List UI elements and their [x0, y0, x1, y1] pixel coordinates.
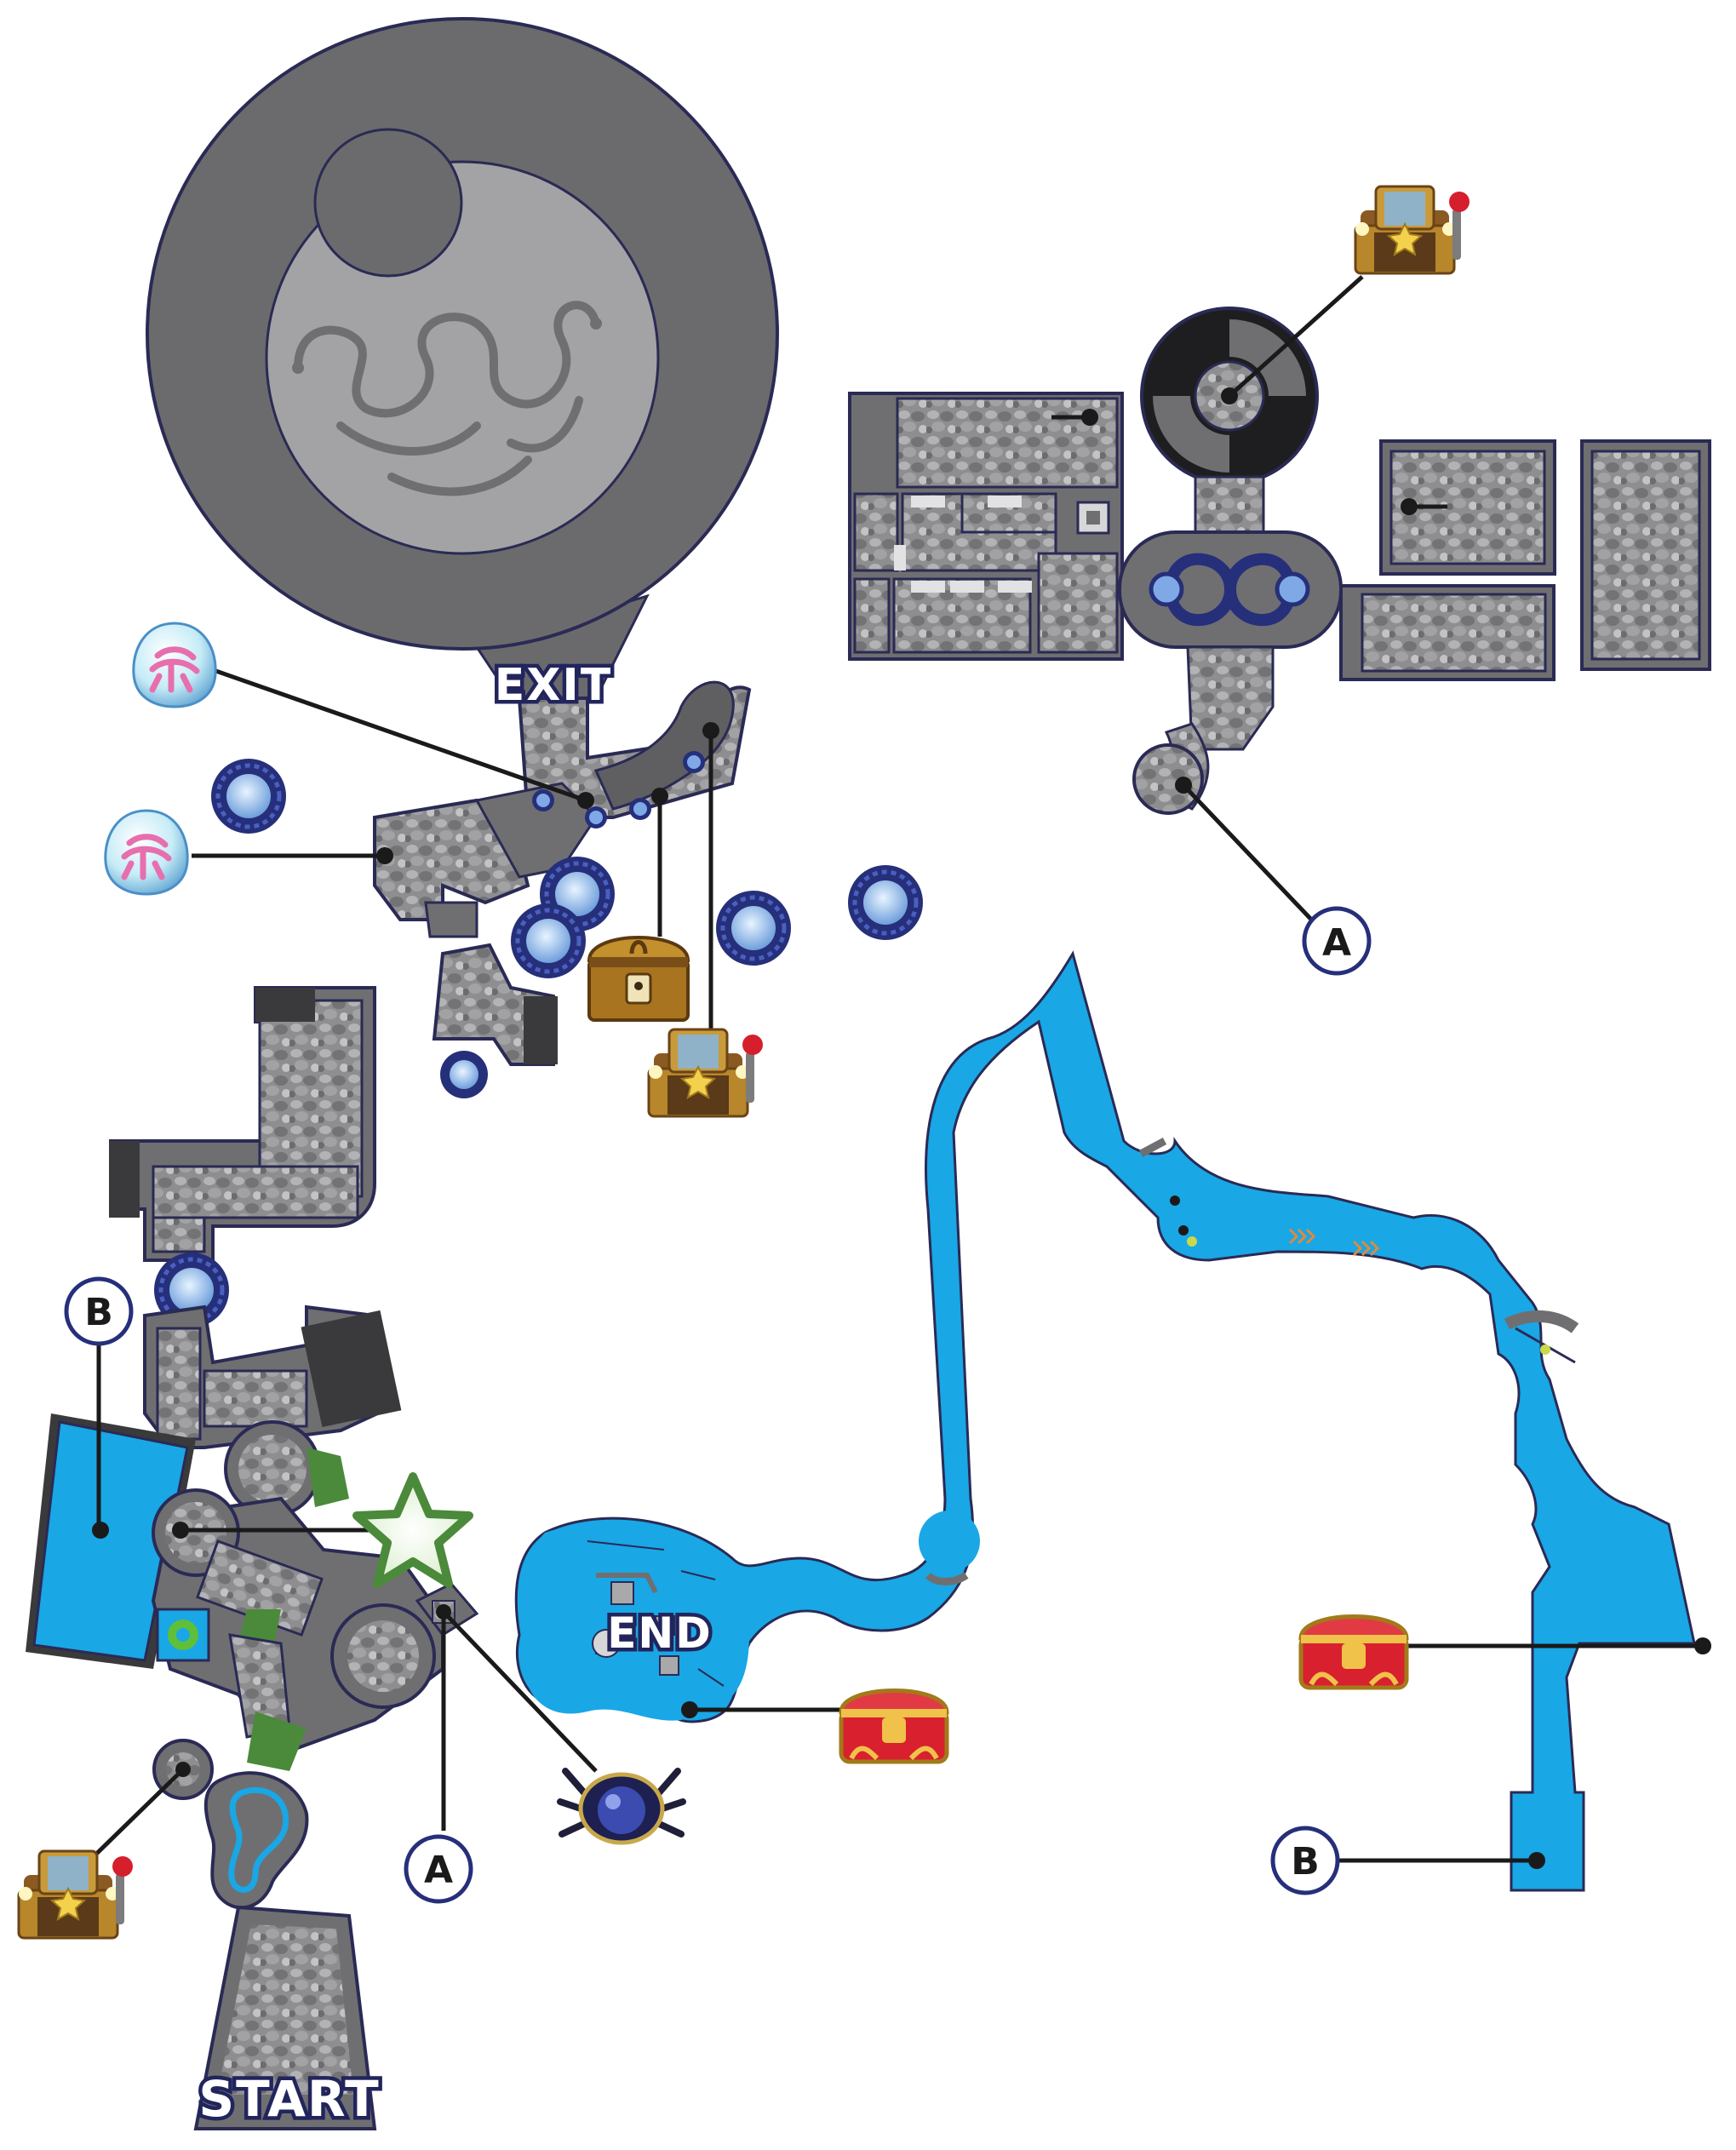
connector-b-bottom[interactable]: B: [1270, 1826, 1340, 1895]
locked-chest-icon[interactable]: [589, 937, 688, 1020]
start-label: START: [198, 2070, 380, 2128]
bounce-pad-icon[interactable]: [511, 903, 586, 978]
arena-circle: [146, 17, 779, 700]
connector-b-bottom-label: B: [1291, 1840, 1320, 1883]
bounce-pad-icon[interactable]: [683, 751, 705, 773]
end-label: END: [607, 1608, 713, 1658]
tower-structure: [109, 986, 376, 1262]
bounce-pad-icon[interactable]: [532, 789, 554, 811]
spider-line: [442, 1610, 598, 1773]
rotating-platform: [1140, 275, 1364, 538]
soul-gem-icon[interactable]: [134, 623, 215, 707]
connector-a-bottom[interactable]: A: [404, 1834, 473, 1904]
legendary-treasure-icon[interactable]: [647, 1028, 765, 1118]
bounce-pad-icon[interactable]: [211, 759, 286, 834]
maze-area: [848, 392, 1124, 661]
legendary-treasure-icon[interactable]: [1354, 185, 1471, 275]
right-chest-dot: [1694, 1637, 1711, 1654]
right-rooms: [1339, 439, 1711, 681]
exit-label: EXIT: [495, 660, 612, 711]
start-complex: [26, 1304, 479, 2130]
legendary-chest-dot-1: [702, 722, 719, 739]
locked-chest-dot: [651, 788, 668, 805]
connector-a-top[interactable]: A: [1302, 906, 1372, 976]
b-bottom-dot: [1528, 1852, 1545, 1869]
bounce-pad-icon[interactable]: [716, 891, 791, 966]
spider-enemy-icon[interactable]: [560, 1771, 683, 1843]
red-treasure-chest-icon[interactable]: [841, 1691, 947, 1763]
soul-gem-icon[interactable]: [106, 811, 187, 894]
exit-path: [373, 680, 752, 1066]
bounce-pad-icon[interactable]: [848, 865, 923, 940]
bounce-pad-icon[interactable]: [629, 798, 651, 820]
gem-1-line: [208, 666, 587, 803]
end-area-items: [587, 1540, 725, 1718]
legendary-treasure-icon[interactable]: [17, 1849, 135, 1940]
star-icon[interactable]: [352, 1472, 473, 1588]
gem-1-dot: [577, 792, 594, 809]
bounce-pad-icon[interactable]: [585, 806, 607, 828]
bounce-pad-center: [450, 1060, 478, 1089]
connector-a-bottom-label: A: [424, 1849, 453, 1892]
gem-2-dot: [376, 847, 393, 864]
red-treasure-chest-icon[interactable]: [1301, 1617, 1407, 1688]
connector-b-top[interactable]: B: [64, 1276, 134, 1346]
water-rapids: [1170, 1195, 1380, 1257]
connector-a-top-label: A: [1322, 921, 1351, 965]
start-chest-line: [83, 1768, 185, 1866]
infinity-platform: [1118, 530, 1343, 926]
connector-b-top-label: B: [84, 1291, 113, 1334]
